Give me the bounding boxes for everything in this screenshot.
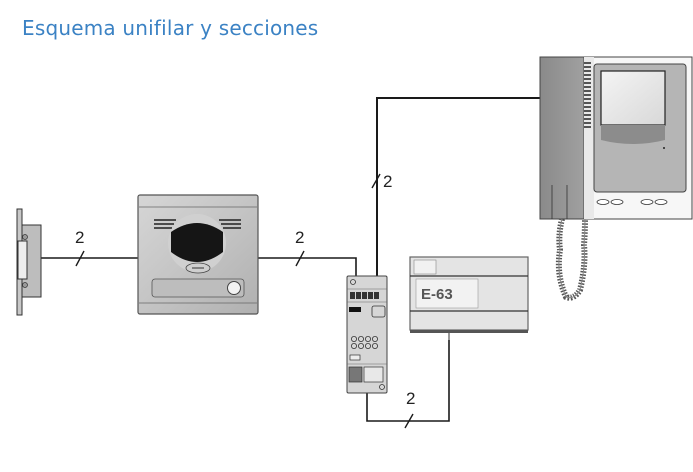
wire-distributor-monitor: [376, 97, 540, 276]
distributor-device: [346, 275, 388, 394]
door-panel-device: [137, 194, 259, 315]
wire-count-label: 2: [75, 228, 84, 247]
power-supply-label: E-63: [421, 286, 453, 303]
monitor-device: [539, 56, 693, 301]
wires: [40, 97, 540, 422]
door-lock-device: [16, 208, 42, 316]
power-supply-device: E-63: [409, 256, 529, 340]
wire-count-label: 2: [295, 228, 304, 247]
wire-count-label: 2: [406, 389, 415, 408]
wire-count-label: 2: [383, 172, 392, 191]
wire-distributor-power: [366, 338, 450, 422]
wire-panel-distributor: [258, 257, 357, 276]
page-title: Esquema unifilar y secciones: [22, 16, 319, 40]
wire-count-markers: [75, 173, 414, 429]
